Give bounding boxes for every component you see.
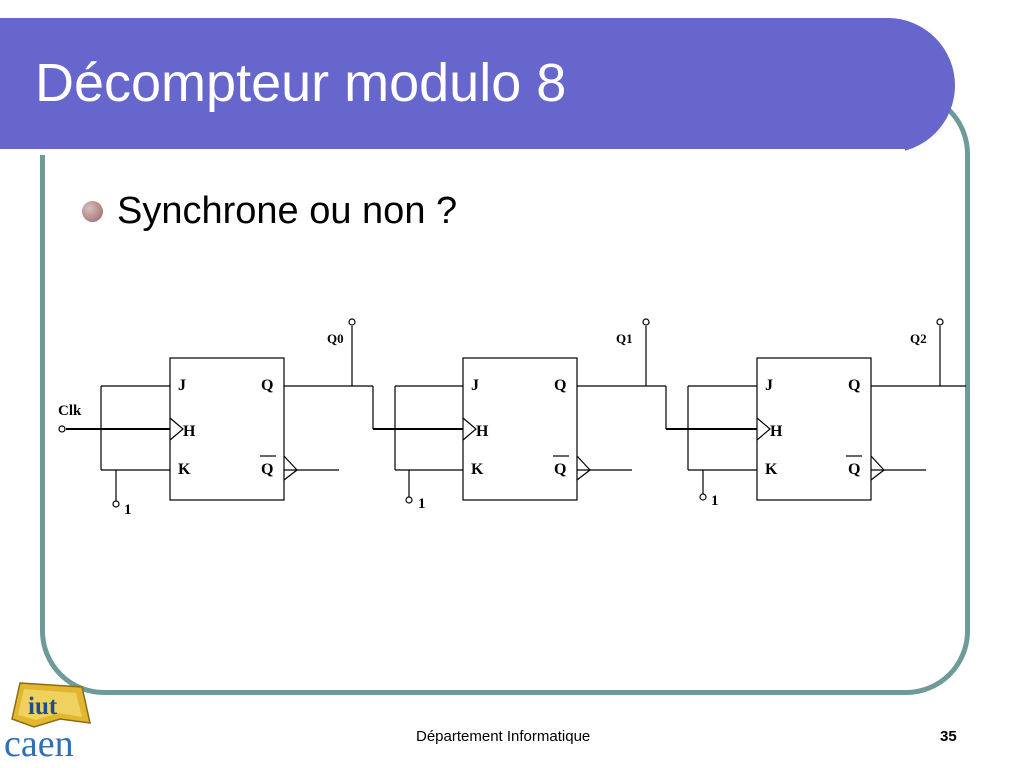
footer-department: Département Informatique bbox=[416, 728, 591, 745]
content-frame bbox=[40, 90, 970, 695]
ff1-j-label: J bbox=[471, 377, 479, 394]
iut-caen-logo: iut bbox=[11, 682, 91, 728]
ff0-qbar-label: Q bbox=[261, 461, 273, 478]
ff2-q-label: Q bbox=[848, 377, 860, 394]
ff2-constant-label: 1 bbox=[711, 493, 719, 509]
ff2-h-label: H bbox=[770, 423, 783, 440]
ff2-qbar-label: Q bbox=[848, 461, 860, 478]
ff0-h-label: H bbox=[183, 423, 196, 440]
ff0-constant-label: 1 bbox=[124, 502, 132, 518]
ff2-k-label: K bbox=[765, 461, 778, 478]
bullet-icon bbox=[82, 200, 103, 222]
bullet-text: Synchrone ou non ? bbox=[117, 190, 458, 232]
ff2-output-label: Q2 bbox=[910, 331, 927, 346]
ff0-output-label: Q0 bbox=[327, 331, 344, 346]
ff1-k-label: K bbox=[471, 461, 484, 478]
bullet-item: Synchrone ou non ? bbox=[82, 192, 457, 230]
logo-badge-text: iut bbox=[28, 693, 58, 720]
ff1-q-label: Q bbox=[554, 377, 566, 394]
ff0-k-label: K bbox=[178, 461, 191, 478]
ff1-constant-label: 1 bbox=[418, 496, 426, 512]
ff1-box bbox=[462, 357, 578, 501]
ff1-qbar-label: Q bbox=[554, 461, 566, 478]
logo-word: caen bbox=[4, 723, 74, 765]
clk-terminal bbox=[58, 425, 66, 433]
slide-title: Décompteur modulo 8 bbox=[35, 53, 567, 113]
ff1-output-label: Q1 bbox=[616, 331, 633, 346]
title-bar: Décompteur modulo 8 bbox=[0, 18, 955, 155]
ff2-j-label: J bbox=[765, 377, 773, 394]
ff0-j-label: J bbox=[178, 377, 186, 394]
page-number: 35 bbox=[940, 728, 957, 745]
title-underline bbox=[0, 149, 905, 155]
clk-label: Clk bbox=[58, 403, 82, 419]
ff0-q-label: Q bbox=[261, 377, 273, 394]
ff0-box bbox=[169, 357, 285, 501]
ff1-h-label: H bbox=[476, 423, 489, 440]
ff2-box bbox=[756, 357, 872, 501]
